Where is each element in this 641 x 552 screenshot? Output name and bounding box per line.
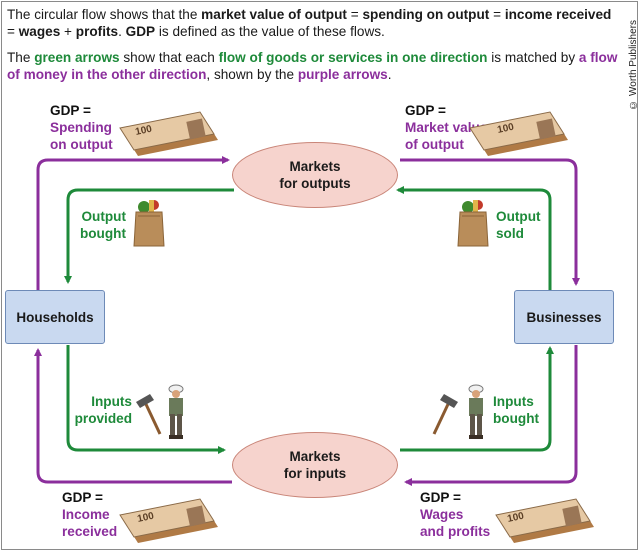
hammer-icon	[136, 394, 162, 435]
gdp-label: GDP =	[405, 103, 446, 118]
inputs-provided-line1: Inputs	[91, 394, 132, 409]
arrow-markets-outputs-to-businesses	[400, 158, 580, 286]
svg-text:100: 100	[136, 511, 155, 525]
inputs-bought-line2: bought	[493, 411, 540, 426]
banknote-icon: 100	[119, 111, 218, 156]
arrow-inputs-bought	[400, 346, 554, 452]
worker-icon	[168, 384, 184, 439]
wages-line2: and profits	[420, 524, 491, 539]
markets-for-outputs-node: Markets for outputs	[232, 142, 398, 208]
banknote-icon: 100	[119, 498, 218, 543]
svg-text:100: 100	[134, 124, 153, 138]
banknote-icon: 100	[495, 498, 594, 543]
arrow-output-sold	[396, 186, 552, 290]
markets-for-inputs-node: Markets for inputs	[232, 432, 398, 498]
markets-outputs-line2: for outputs	[279, 176, 351, 191]
arrow-income-to-households	[34, 348, 232, 484]
svg-text:100: 100	[506, 511, 525, 525]
arrow-inputs-provided	[66, 345, 226, 454]
businesses-node: Businesses	[514, 290, 614, 344]
intro-paragraph-1: The circular flow shows that the market …	[7, 7, 612, 39]
income-line2: received	[62, 524, 118, 539]
markets-outputs-line1: Markets	[289, 159, 341, 174]
income-line1: Income	[62, 507, 110, 522]
inputs-provided-line2: provided	[74, 411, 132, 426]
households-node: Households	[5, 290, 105, 344]
label-spending-on-output: GDP = Spending on output	[50, 102, 113, 153]
intro-text: The circular flow shows that the market …	[7, 6, 619, 92]
gdp-label: GDP =	[62, 490, 103, 505]
markets-inputs-line1: Markets	[289, 449, 341, 464]
svg-text:100: 100	[496, 122, 515, 136]
label-wages-and-profits: GDP = Wages and profits	[420, 489, 490, 540]
output-sold-line2: sold	[496, 226, 524, 241]
banknote-icon: 100	[469, 111, 568, 156]
arrow-businesses-to-markets-inputs	[404, 345, 578, 486]
market-value-line1: Market value	[405, 120, 488, 135]
spending-line1: Spending	[50, 120, 112, 135]
label-market-value-of-output: GDP = Market value of output	[405, 102, 487, 153]
gdp-label: GDP =	[420, 490, 461, 505]
businesses-label: Businesses	[526, 309, 602, 325]
label-income-received: GDP = Income received	[62, 489, 117, 540]
grocery-bag-icon	[457, 200, 489, 247]
wages-line1: Wages	[420, 507, 464, 522]
hammer-icon	[432, 394, 458, 435]
households-label: Households	[16, 309, 94, 325]
label-inputs-provided: Inputs provided	[74, 393, 132, 427]
label-inputs-bought: Inputs bought	[493, 393, 539, 427]
output-sold-line1: Output	[496, 209, 541, 224]
label-output-bought: Output bought	[74, 208, 126, 242]
output-bought-line2: bought	[79, 226, 126, 241]
market-value-line2: of output	[405, 137, 464, 152]
output-bought-line1: Output	[81, 209, 126, 224]
inputs-bought-line1: Inputs	[493, 394, 534, 409]
spending-line2: on output	[50, 137, 113, 152]
label-output-sold: Output sold	[496, 208, 541, 242]
worker-icon	[468, 384, 484, 439]
gdp-label: GDP =	[50, 103, 91, 118]
grocery-bag-icon	[133, 200, 165, 247]
markets-inputs-line2: for inputs	[283, 466, 347, 481]
arrow-spending-to-markets-outputs	[36, 156, 230, 290]
arrow-output-bought	[64, 188, 234, 284]
intro-paragraph-2: The green arrows show that each flow of …	[7, 50, 618, 82]
